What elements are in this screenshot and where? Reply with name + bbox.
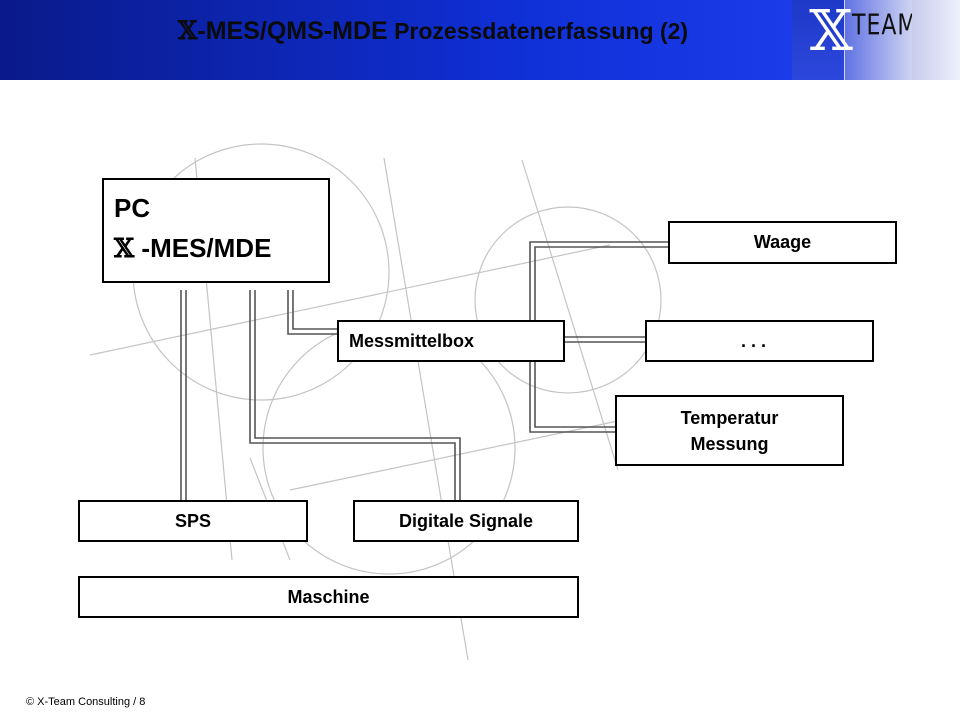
title-bar: 𝕏-MES/QMS-MDE Prozessdatenerfassung (2) … — [0, 0, 960, 80]
connector-pc-digital — [254, 290, 461, 500]
page-title: 𝕏-MES/QMS-MDE Prozessdatenerfassung (2) — [178, 14, 778, 48]
messmittelbox-node: Messmittelbox — [337, 320, 565, 362]
maschine-node: Maschine — [78, 576, 579, 618]
footer: © X-Team Consulting / 8 — [26, 696, 145, 708]
pc-mes-text: -MES/MDE — [134, 233, 272, 263]
copyright-icon: © — [26, 696, 35, 708]
pc-node: PC 𝕏 -MES/MDE — [102, 178, 330, 283]
sketch-line — [289, 409, 671, 491]
connector-pc-messmittel — [292, 290, 337, 330]
pc-label: PC — [114, 193, 151, 223]
connector-branch-temp — [529, 342, 615, 433]
title-x-symbol: 𝕏 — [178, 16, 198, 45]
pc-x-symbol: 𝕏 — [114, 234, 135, 264]
connectors — [180, 241, 668, 505]
logo-gradient-strip — [912, 0, 960, 80]
title-main: -MES/QMS-MDE — [197, 17, 388, 45]
connector-pc-digital — [249, 290, 456, 500]
sketch-line — [89, 244, 611, 356]
connector-branch-waage — [534, 246, 668, 342]
connector-branch-temp — [534, 342, 615, 428]
connector-branch-waage — [529, 241, 668, 337]
footer-text: X-Team Consulting / 8 — [34, 696, 146, 708]
connector-pc-messmittel — [287, 290, 337, 335]
pc-mes-label: 𝕏 -MES/MDE — [114, 228, 328, 269]
sketch-circle — [474, 206, 662, 394]
sketch-line — [521, 159, 619, 471]
dots-node: . . . — [645, 320, 874, 362]
digitale-signale-node: Digitale Signale — [353, 500, 579, 542]
sps-node: SPS — [78, 500, 308, 542]
title-rest: Prozessdatenerfassung (2) — [387, 18, 689, 44]
temperatur-node: Temperatur Messung — [615, 395, 844, 466]
waage-node: Waage — [668, 221, 897, 264]
logo-x-mark: 𝕏 — [809, 0, 853, 64]
logo-x-panel — [792, 0, 845, 80]
logo-team-text: TEAM — [852, 10, 918, 43]
